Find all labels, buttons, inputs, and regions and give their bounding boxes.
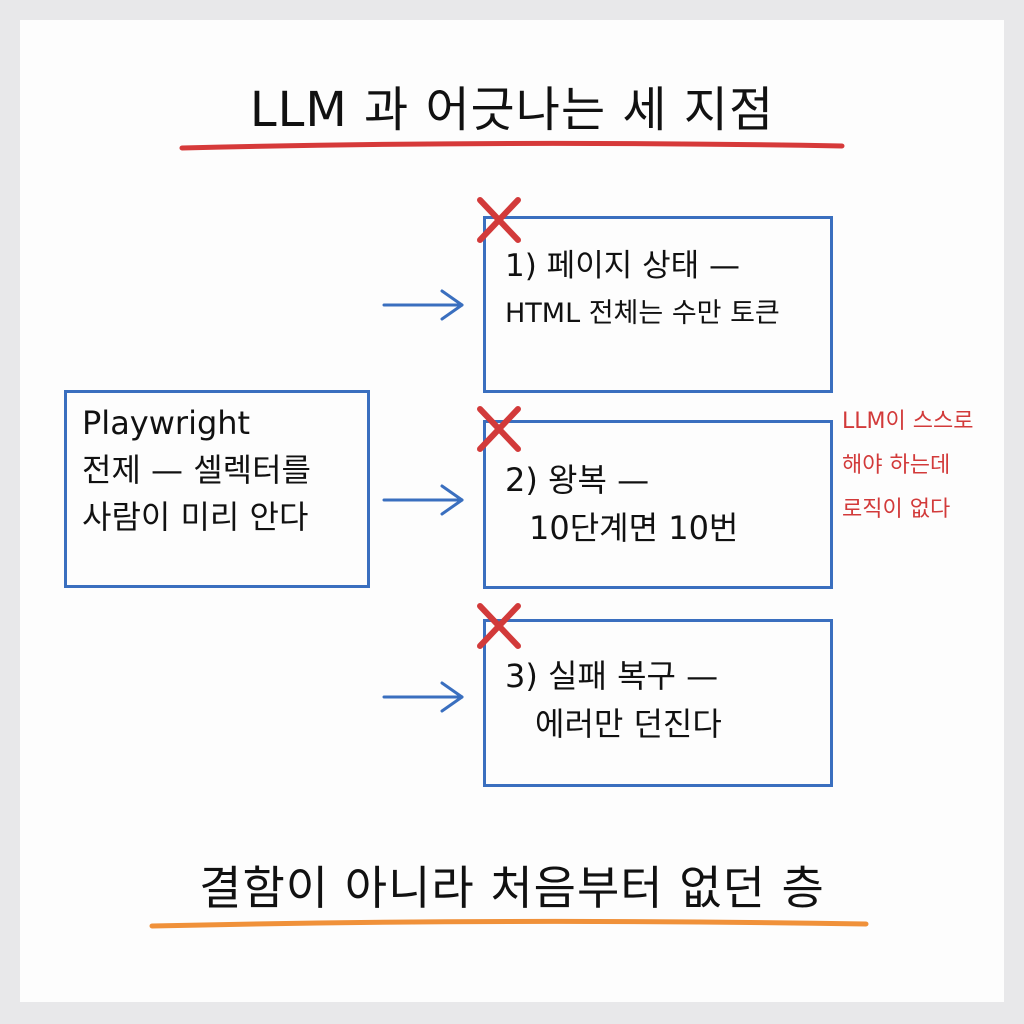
premise-line-2: 전제 — 셀렉터를 [82,451,311,489]
premise-line-3: 사람이 미리 안다 [82,498,309,536]
side-note-line-3: 로직이 없다 [842,497,951,522]
point-box-1-text: 1) 페이지 상태 — HTML 전체는 수만 토큰 [505,242,780,338]
side-note-line-1: LLM이 스스로 [842,409,974,434]
right-arrow-icon [382,681,464,713]
x-mark-icon [477,197,521,243]
right-arrow-icon [382,484,464,516]
premise-box-text: Playwright 전제 — 셀렉터를 사람이 미리 안다 [82,400,311,541]
point-box-3 [483,619,833,787]
title-underline [179,140,845,151]
point-3-line-1: 3) 실패 복구 — [505,657,719,695]
x-mark-icon [477,603,521,649]
point-1-line-2: HTML 전체는 수만 토큰 [505,298,780,329]
diagram-footer: 결함이 아니라 처음부터 없던 층 [199,861,825,915]
footer-underline [149,918,869,929]
x-mark-icon [477,406,521,452]
point-box-2 [483,420,833,589]
point-2-line-2: 10단계면 10번 [529,509,739,547]
point-box-3-text: 3) 실패 복구 — 에러만 던진다 [505,652,722,748]
point-2-line-1: 2) 왕복 — [505,461,650,499]
point-3-line-2: 에러만 던진다 [535,705,722,743]
point-box-2-text: 2) 왕복 — 10단계면 10번 [505,456,738,552]
right-arrow-icon [382,289,464,321]
side-note-line-2: 해야 하는데 [842,453,951,478]
side-note: LLM이 스스로 해야 하는데 로직이 없다 [842,400,973,532]
point-box-1 [483,216,833,393]
point-1-line-1: 1) 페이지 상태 — [505,248,740,284]
premise-box [64,390,370,588]
premise-line-1: Playwright [82,404,251,442]
diagram-title: LLM 과 어긋나는 세 지점 [249,82,775,138]
